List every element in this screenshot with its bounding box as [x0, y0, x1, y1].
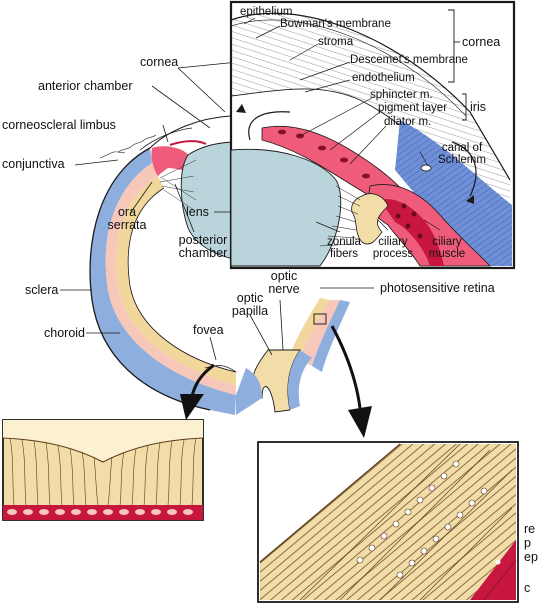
label-fibers: fibers [329, 248, 359, 260]
inset-iris-cornea [229, 0, 516, 270]
retina-layer [116, 176, 236, 385]
label-process: process [372, 248, 414, 260]
fovea-arrow [180, 363, 215, 420]
label-iris: iris [470, 100, 486, 114]
retina-arrow [313, 313, 372, 438]
label-posterior: posterior [178, 233, 228, 247]
leader-lines [60, 61, 374, 361]
label-ora: ora [117, 205, 137, 219]
label-cornea: cornea [140, 55, 179, 69]
label-bowmans-membrane: Bowman's membrane [280, 18, 391, 30]
label-corneoscleral-limbus: corneoscleral limbus [2, 118, 116, 132]
label-chamber: chamber [178, 246, 228, 260]
label-muscle: muscle [428, 248, 466, 260]
label-ciliary-1: ciliary [378, 236, 408, 248]
label-pigment-layer: pigment layer [378, 102, 448, 114]
sclera-layer [90, 148, 236, 415]
label-endothelium: endothelium [352, 72, 415, 84]
label-anterior-chamber: anterior chamber [38, 79, 133, 93]
label-stroma: stroma [318, 36, 354, 48]
retina-histology [257, 441, 519, 603]
label-cut-p: p [524, 536, 531, 550]
label-fovea: fovea [193, 323, 224, 337]
label-papilla: papilla [231, 304, 269, 318]
label-descemets-membrane: Descemet's membrane [350, 54, 468, 66]
fovea-histology [2, 419, 204, 521]
label-serrata: serrata [107, 218, 147, 232]
label-conjunctiva: conjunctiva [2, 157, 65, 171]
label-canal-of: canal of [441, 142, 483, 154]
label-nerve: nerve [268, 282, 300, 296]
label-schlemm: Schlemm [438, 154, 486, 166]
label-cut-re: re [524, 522, 536, 536]
label-optic-1: optic [236, 291, 264, 305]
choroid-layer [105, 163, 237, 395]
label-photosensitive-retina: photosensitive retina [380, 281, 495, 295]
label-cornea-bracket: cornea [462, 35, 501, 49]
label-epithelium: epithelium [240, 6, 293, 18]
label-dilator: dilator m. [384, 116, 432, 128]
label-ciliary-2: ciliary [432, 236, 462, 248]
label-sclera: sclera [25, 283, 59, 297]
label-choroid: choroid [44, 326, 85, 340]
label-zonula: zonula [327, 236, 361, 248]
label-optic-2: optic [270, 269, 298, 283]
label-lens: lens [186, 205, 209, 219]
label-cut-ep: ep [524, 550, 538, 564]
label-sphincter: sphincter m. [370, 89, 433, 101]
label-cut-c: c [524, 581, 531, 595]
